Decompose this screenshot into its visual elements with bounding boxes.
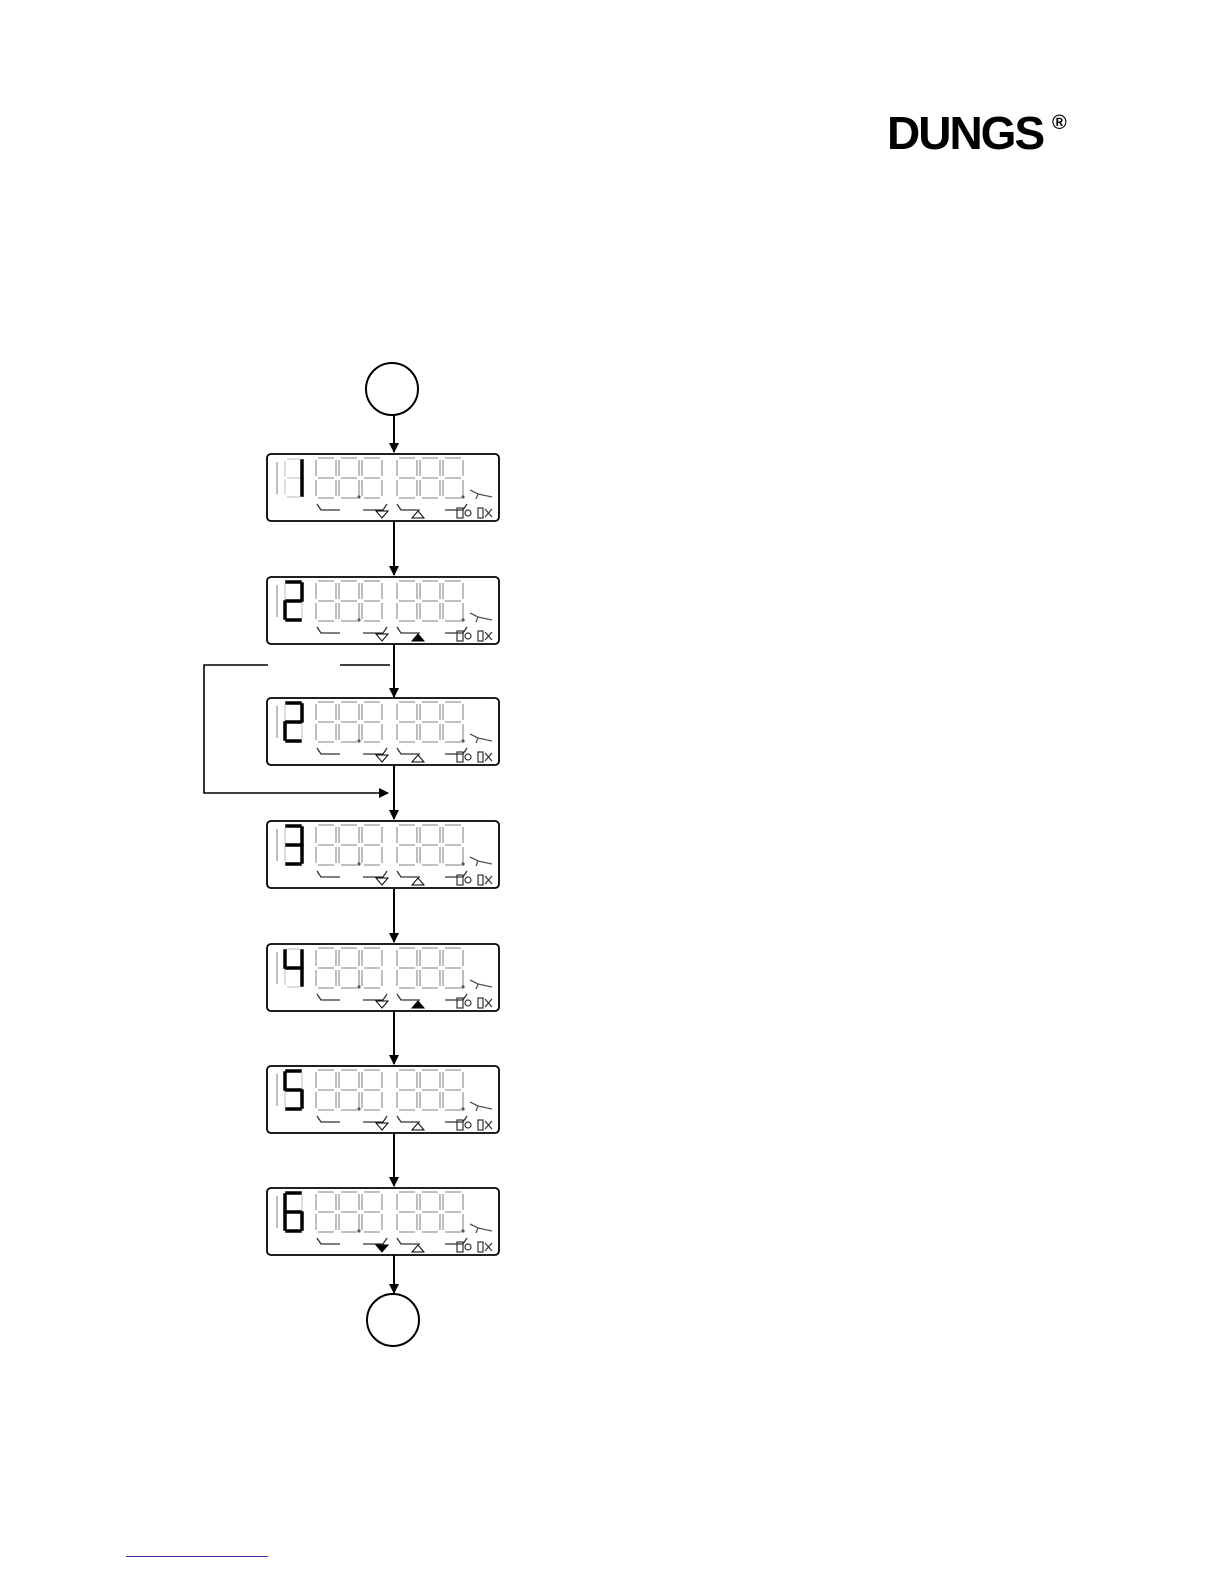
lcd-display-step-6	[267, 1188, 499, 1255]
lcd-display-step-5	[267, 1066, 499, 1133]
start-connector	[366, 363, 418, 415]
footer-link-underline	[126, 1556, 268, 1557]
end-connector	[367, 1294, 419, 1346]
lcd-display-step-4	[267, 944, 499, 1011]
lcd-display-step-2a	[267, 577, 499, 644]
lcd-display-step-2b	[267, 698, 499, 765]
lcd-display-step-1	[267, 454, 499, 521]
lcd-display-step-3	[267, 821, 499, 888]
